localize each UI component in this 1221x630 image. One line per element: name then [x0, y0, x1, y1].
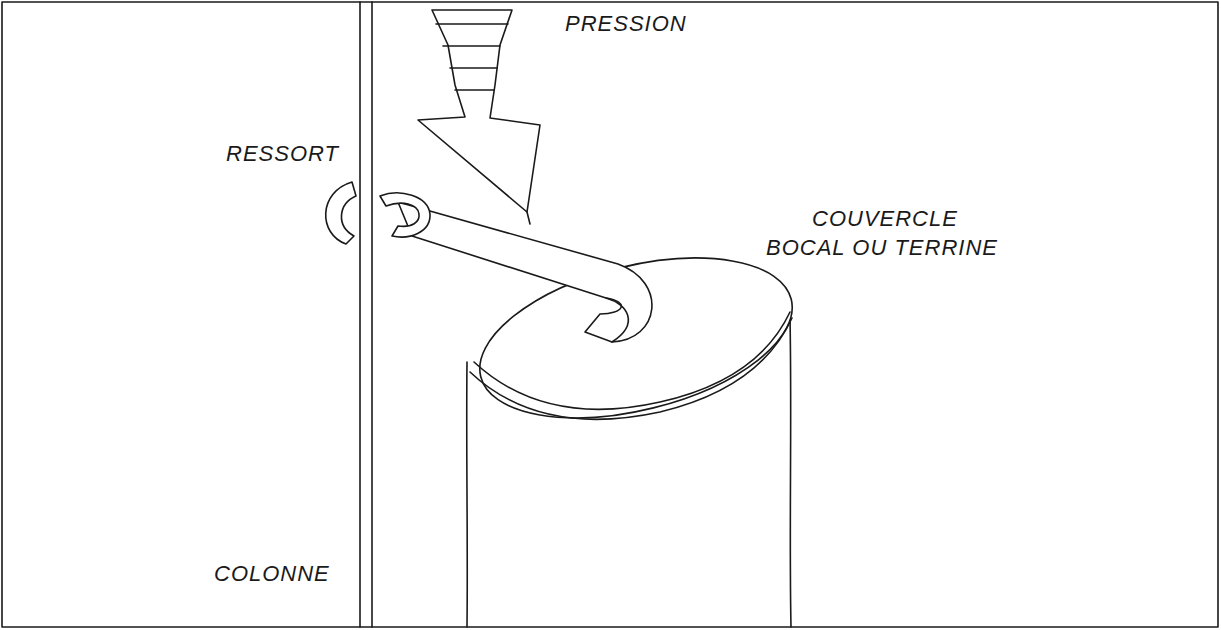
jar-wall — [790, 318, 791, 627]
part-label: COUVERCLE BOCAL OU TERRINE — [766, 205, 1015, 262]
arrow-band — [436, 23, 508, 25]
spring-strip — [398, 202, 652, 342]
arrow-tip — [527, 212, 530, 224]
column-line — [359, 2, 361, 627]
arrow-band — [455, 89, 494, 91]
column-line — [371, 2, 373, 627]
spring-curl — [606, 298, 628, 342]
arrow-band — [450, 67, 497, 69]
spring-hook — [380, 193, 430, 237]
part-label: COLONNE — [214, 560, 330, 589]
jar-wall — [466, 362, 468, 627]
pressure-arrow — [418, 10, 540, 212]
arrow-band — [443, 45, 500, 47]
force-label: PRESSION — [565, 10, 687, 39]
part-label: RESSORT — [226, 140, 339, 169]
spring-hook — [326, 182, 356, 244]
